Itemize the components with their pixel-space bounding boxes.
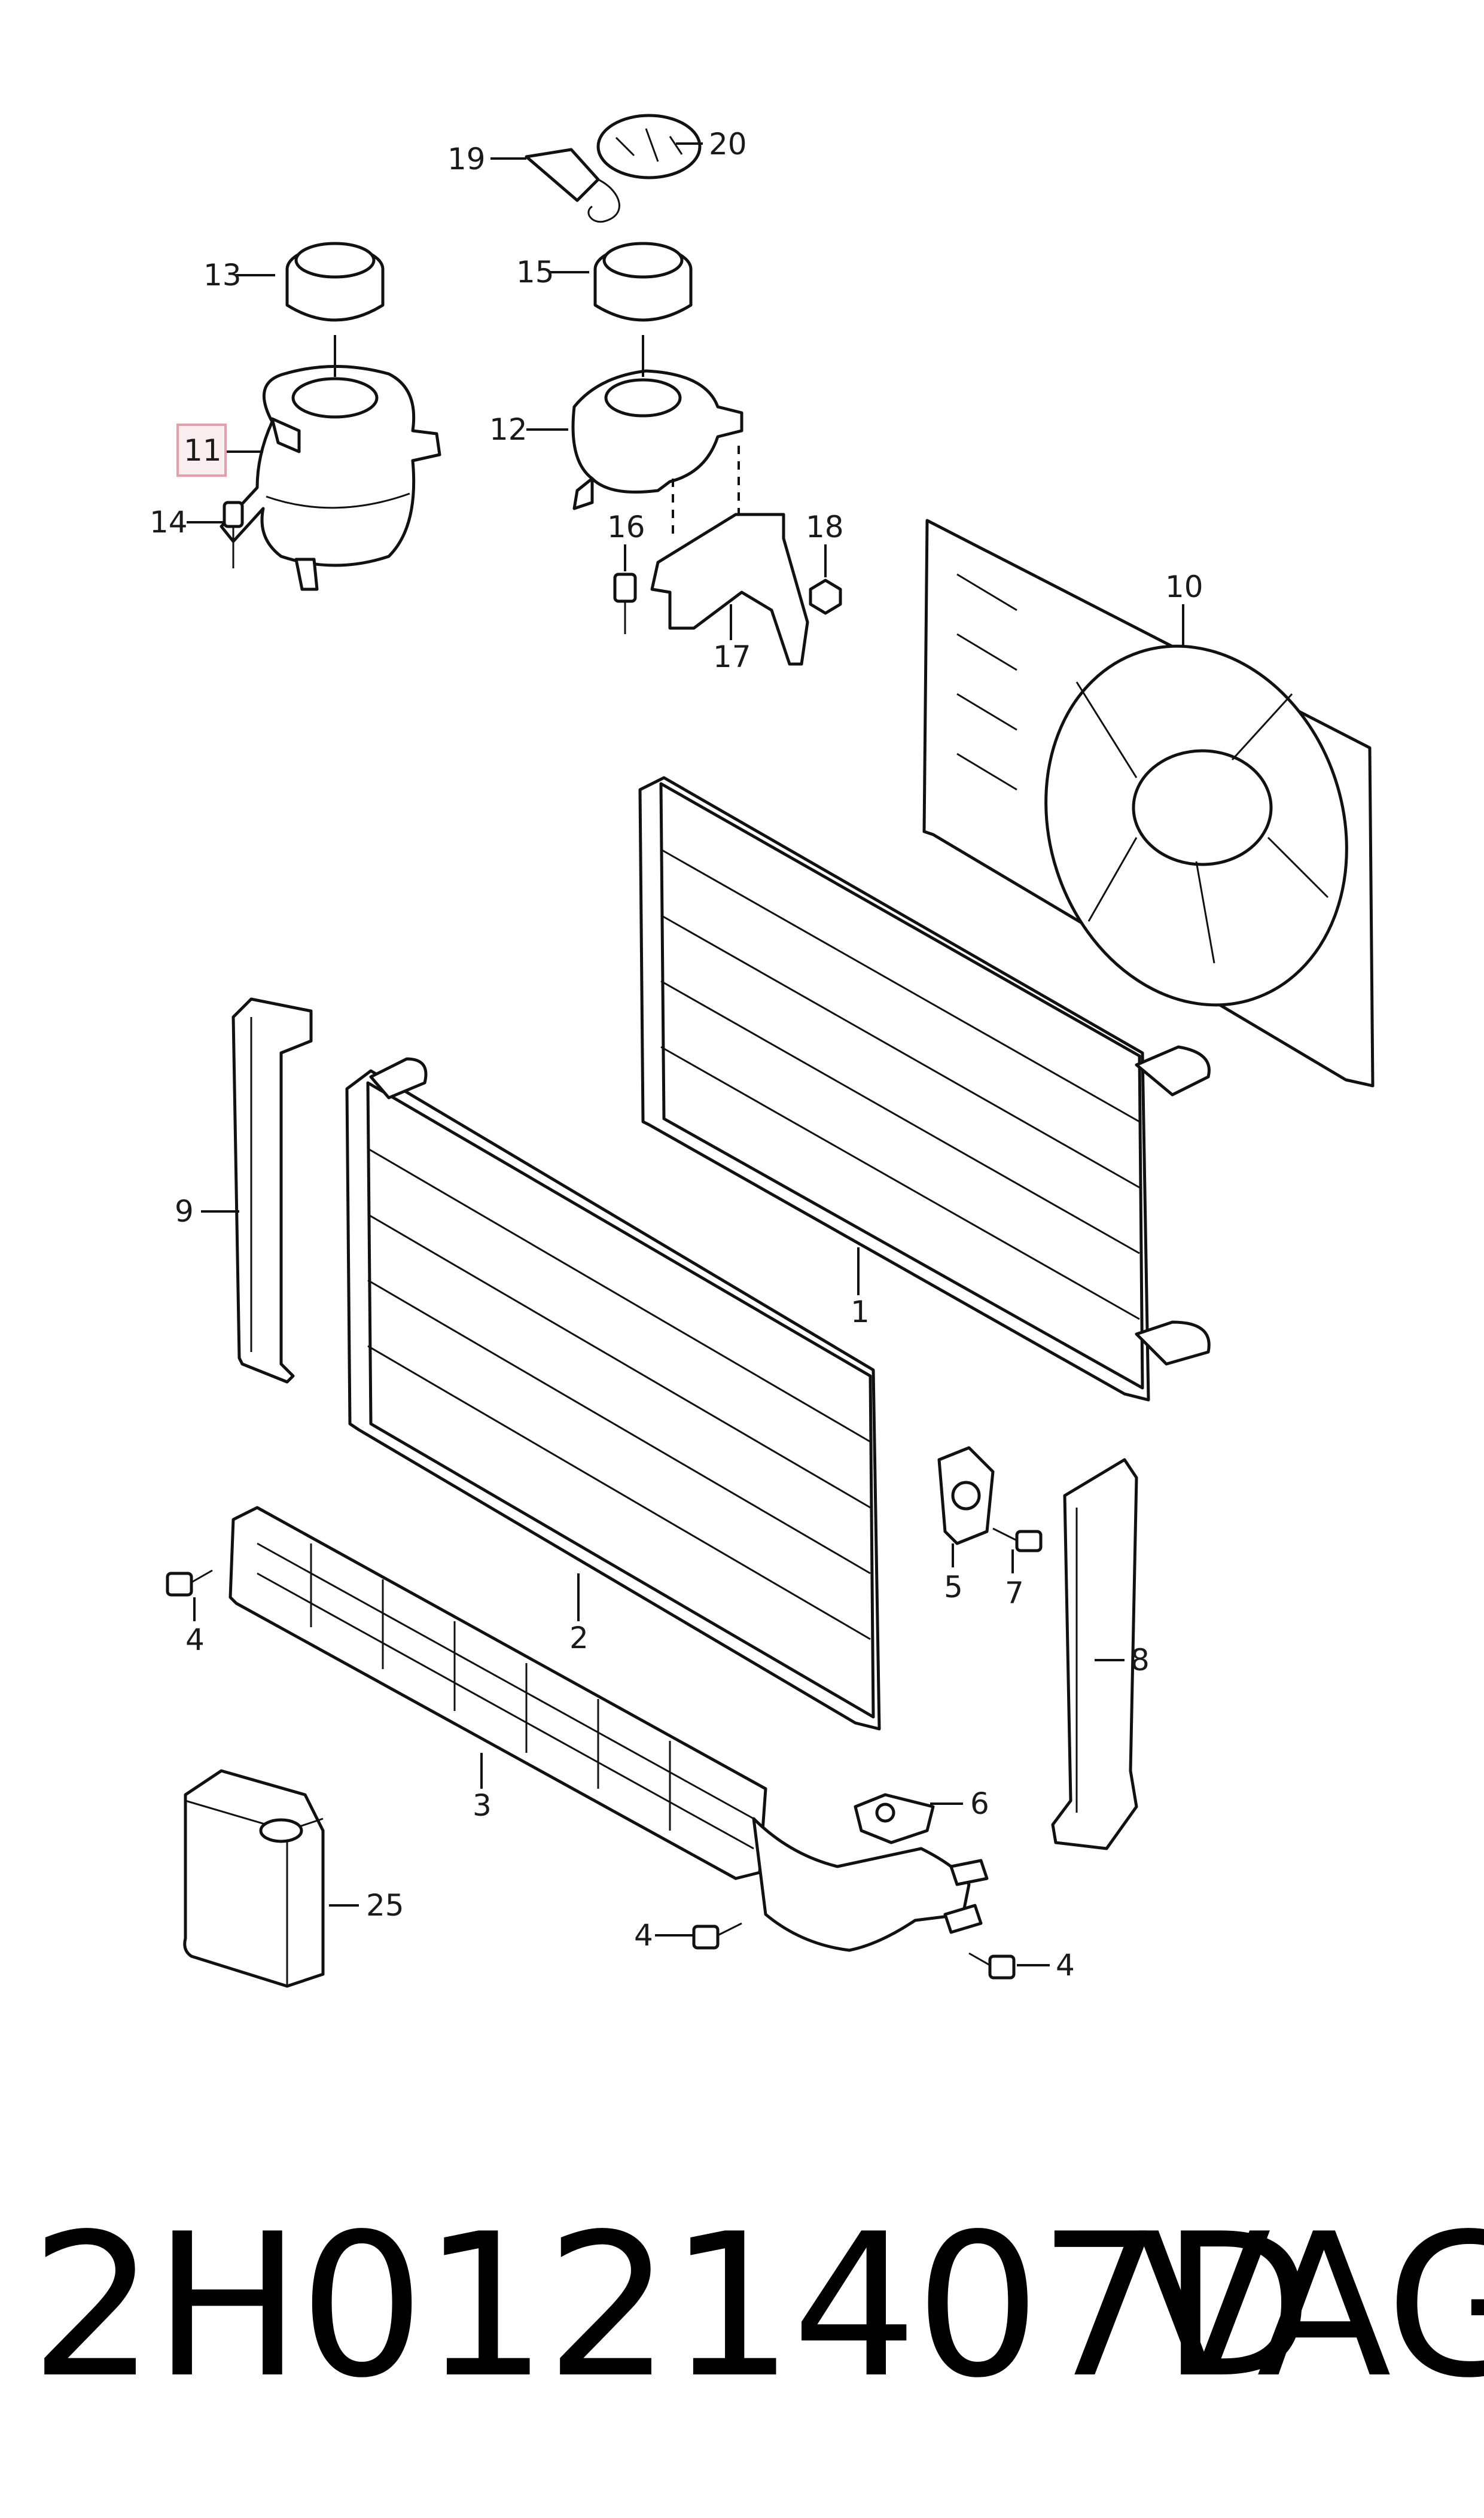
- part-4-screw-left: [166, 1569, 213, 1597]
- callout-14[interactable]: 14: [150, 505, 188, 540]
- callout-2[interactable]: 2: [569, 1621, 589, 1655]
- part-14-bolt: [223, 501, 244, 568]
- callout-4-bottom[interactable]: 4: [634, 1918, 653, 1953]
- part-25-coolant-container: [183, 1769, 325, 1988]
- brand-label: VAG: [1136, 2191, 1484, 2421]
- callout-17[interactable]: 17: [713, 640, 751, 674]
- callout-15[interactable]: 15: [516, 255, 554, 290]
- callout-8[interactable]: 8: [1130, 1643, 1150, 1677]
- callout-7[interactable]: 7: [1005, 1576, 1024, 1610]
- callout-12[interactable]: 12: [489, 412, 528, 447]
- highlight-box-11: [176, 424, 227, 477]
- part-1-radiator: [638, 776, 1211, 1402]
- part-7-screw: [992, 1527, 1043, 1552]
- part-10-fan-shroud: [922, 519, 1375, 1088]
- part-3-cooler: [228, 1506, 989, 1952]
- parts-diagram: 19 20 13 15 11 12 14 16 18 17 10 1 9 2 5…: [150, 114, 1375, 1988]
- callout-1[interactable]: 1: [851, 1295, 870, 1329]
- callout-10[interactable]: 10: [1165, 570, 1203, 604]
- callout-13[interactable]: 13: [203, 258, 242, 293]
- callout-3[interactable]: 3: [473, 1788, 492, 1823]
- callout-20[interactable]: 20: [709, 127, 747, 162]
- callout-19[interactable]: 19: [447, 142, 486, 176]
- callout-11[interactable]: 11: [184, 433, 222, 468]
- callout-5[interactable]: 5: [944, 1570, 963, 1604]
- part-12-expansion-tank: [571, 369, 743, 510]
- part-9-air-guide: [231, 997, 313, 1384]
- part-13-cap: [285, 242, 385, 322]
- callout-6[interactable]: 6: [970, 1786, 989, 1821]
- part-8-air-guide: [1051, 1458, 1138, 1850]
- part-20-label-disk: [596, 114, 702, 179]
- part-19-tag: [525, 148, 620, 223]
- callout-18[interactable]: 18: [806, 510, 844, 544]
- part-2-radiator: [345, 1057, 881, 1731]
- part-6-mount: [854, 1793, 935, 1844]
- part-17-bracket: [650, 513, 809, 666]
- callout-16[interactable]: 16: [607, 510, 645, 544]
- part-4-screw-right: [968, 1952, 1016, 1980]
- part-number-label: 2H0121407D: [30, 2191, 1314, 2421]
- callout-25[interactable]: 25: [366, 1888, 404, 1923]
- part-11-expansion-tank: [220, 365, 441, 591]
- callout-9[interactable]: 9: [175, 1194, 194, 1229]
- part-16-bolt: [613, 573, 637, 634]
- callout-4-right[interactable]: 4: [1056, 1948, 1075, 1983]
- callout-4-left[interactable]: 4: [185, 1622, 205, 1657]
- part-5-mount: [937, 1446, 995, 1545]
- part-18-nut: [809, 578, 842, 615]
- part-4-screw-bottom: [692, 1922, 742, 1950]
- part-15-cap: [593, 242, 693, 322]
